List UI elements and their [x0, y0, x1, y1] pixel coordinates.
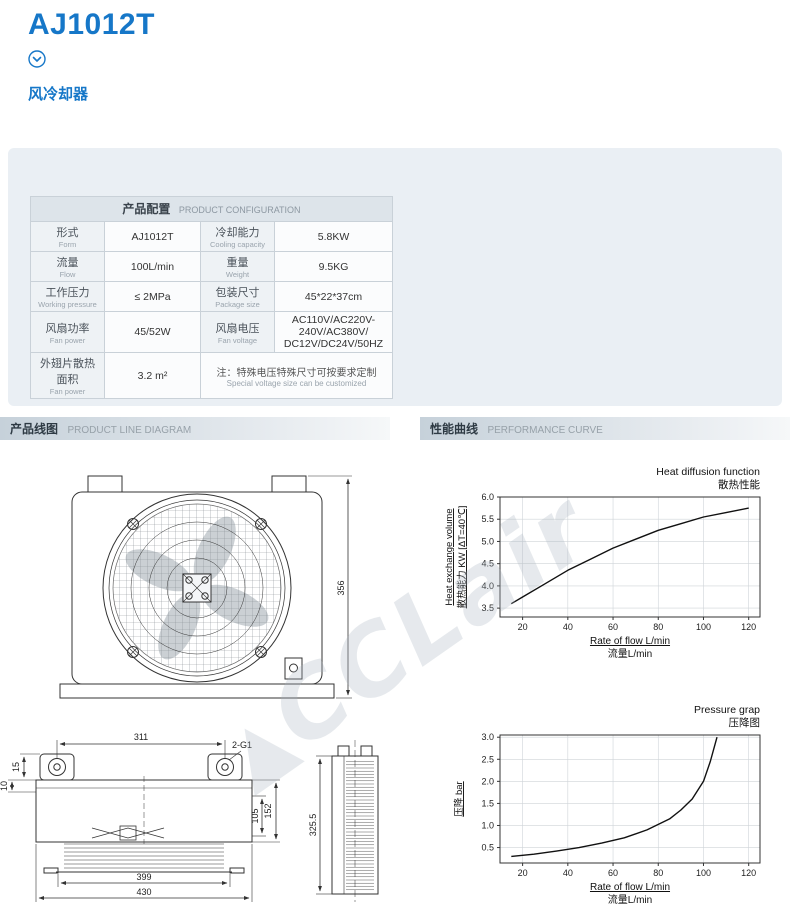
svg-text:120: 120: [741, 622, 756, 632]
config-value-cell: 3.2 m²: [104, 352, 201, 399]
svg-text:20: 20: [518, 622, 528, 632]
page-header: AJ1012T 风冷却器: [28, 8, 155, 104]
svg-text:散热能力 KW [ΔT=40℃]: 散热能力 KW [ΔT=40℃]: [456, 506, 468, 609]
svg-text:80: 80: [653, 868, 663, 878]
svg-text:压降 bar: 压降 bar: [453, 781, 465, 816]
svg-text:60: 60: [608, 868, 618, 878]
config-value-cell: AJ1012T: [104, 221, 201, 252]
page-title: AJ1012T: [28, 8, 155, 41]
front-view-dimension: 356: [308, 475, 352, 699]
svg-text:5.5: 5.5: [481, 514, 494, 524]
svg-text:4.0: 4.0: [481, 581, 494, 591]
dim-port-spacing: 105: [250, 808, 260, 823]
svg-text:60: 60: [608, 622, 618, 632]
section-performance-zh: 性能曲线: [430, 422, 479, 436]
config-value-cell: AC110V/AC220V-240V/AC380V/ DC12V/DC24V/5…: [274, 311, 393, 353]
dim-base-inner-width: 399: [136, 872, 151, 882]
svg-text:80: 80: [653, 622, 663, 632]
svg-text:2.0: 2.0: [481, 776, 494, 786]
dim-bracket-offset: 10: [0, 781, 9, 791]
front-view-drawing: [59, 475, 335, 699]
svg-text:0.5: 0.5: [481, 843, 494, 853]
corner-screw-icons: [127, 518, 267, 658]
svg-text:6.0: 6.0: [481, 492, 494, 502]
side-view-drawing: [331, 740, 379, 902]
svg-text:120: 120: [741, 868, 756, 878]
svg-text:Rate of flow L/min: Rate of flow L/min: [590, 882, 670, 893]
svg-text:3.5: 3.5: [481, 603, 494, 613]
svg-text:1.0: 1.0: [481, 820, 494, 830]
dim-port-thread: 2-G1: [232, 740, 252, 750]
dim-side-height: 325.5: [308, 814, 318, 837]
config-value-cell: 9.5KG: [274, 251, 393, 282]
svg-text:2.5: 2.5: [481, 754, 494, 764]
config-value-cell: 100L/min: [104, 251, 201, 282]
dim-base-outer-width: 430: [136, 887, 151, 897]
dim-body-height: 152: [263, 803, 273, 818]
svg-text:1.5: 1.5: [481, 798, 494, 808]
svg-text:4.5: 4.5: [481, 559, 494, 569]
product-name: 风冷却器: [28, 86, 89, 103]
side-view-dimension: 325.5: [308, 755, 332, 895]
svg-text:20: 20: [518, 868, 528, 878]
config-title-en: PRODUCT CONFIGURATION: [178, 205, 301, 215]
svg-text:40: 40: [563, 622, 573, 632]
dim-top-width: 311: [134, 732, 148, 742]
svg-text:压降图: 压降图: [729, 716, 761, 729]
svg-text:3.0: 3.0: [481, 732, 494, 742]
heat-curve-chart: 20 40 60 80 100 120 3.5 4.0 4.5 5.0 5.5 6.0 Heat dif…: [444, 466, 761, 660]
svg-text:散热性能: 散热性能: [718, 478, 760, 491]
section-line-diagram-en: PRODUCT LINE DIAGRAM: [67, 425, 192, 436]
chevron-down-icon[interactable]: [28, 50, 46, 68]
config-title-zh: 产品配置: [122, 202, 171, 216]
bottom-view-dimensions: 311 2-G1 15 10 105 152 399 43: [0, 732, 280, 902]
section-header-line-diagram: 产品线图 PRODUCT LINE DIAGRAM: [0, 417, 390, 440]
pressure-curve-chart: 20 40 60 80 100 120 0.5 1.0 1.5 2.0 2.5 3.0 Pressure…: [453, 704, 761, 906]
svg-text:40: 40: [563, 868, 573, 878]
svg-text:流量L/min: 流量L/min: [608, 893, 652, 906]
svg-text:Heat diffusion function: Heat diffusion function: [656, 466, 760, 478]
svg-text:Pressure grap: Pressure grap: [694, 704, 760, 716]
bottom-view-drawing: [35, 753, 253, 874]
dim-front-height: 356: [336, 580, 346, 595]
svg-text:100: 100: [696, 622, 711, 632]
config-value-cell: 45/52W: [104, 311, 201, 353]
dim-bracket-height: 15: [11, 762, 21, 772]
config-table-title: 产品配置 PRODUCT CONFIGURATION: [30, 196, 393, 222]
svg-text:100: 100: [696, 868, 711, 878]
svg-text:Heat exchange volume: Heat exchange volume: [444, 508, 455, 605]
section-performance-en: PERFORMANCE CURVE: [487, 425, 603, 436]
svg-text:5.0: 5.0: [481, 536, 494, 546]
config-value-cell: 5.8KW: [274, 221, 393, 252]
product-line-diagram: 356 311 2-G1 15: [0, 475, 379, 902]
section-header-performance: 性能曲线 PERFORMANCE CURVE: [420, 417, 790, 440]
config-header-row: 产品配置 PRODUCT CONFIGURATION: [30, 196, 393, 222]
config-value-cell: 45*22*37cm: [274, 281, 393, 312]
section-line-diagram-zh: 产品线图: [10, 422, 59, 436]
svg-text:Rate of flow L/min: Rate of flow L/min: [590, 636, 670, 647]
config-value-cell: ≤ 2MPa: [104, 281, 201, 312]
svg-text:流量L/min: 流量L/min: [608, 647, 652, 660]
